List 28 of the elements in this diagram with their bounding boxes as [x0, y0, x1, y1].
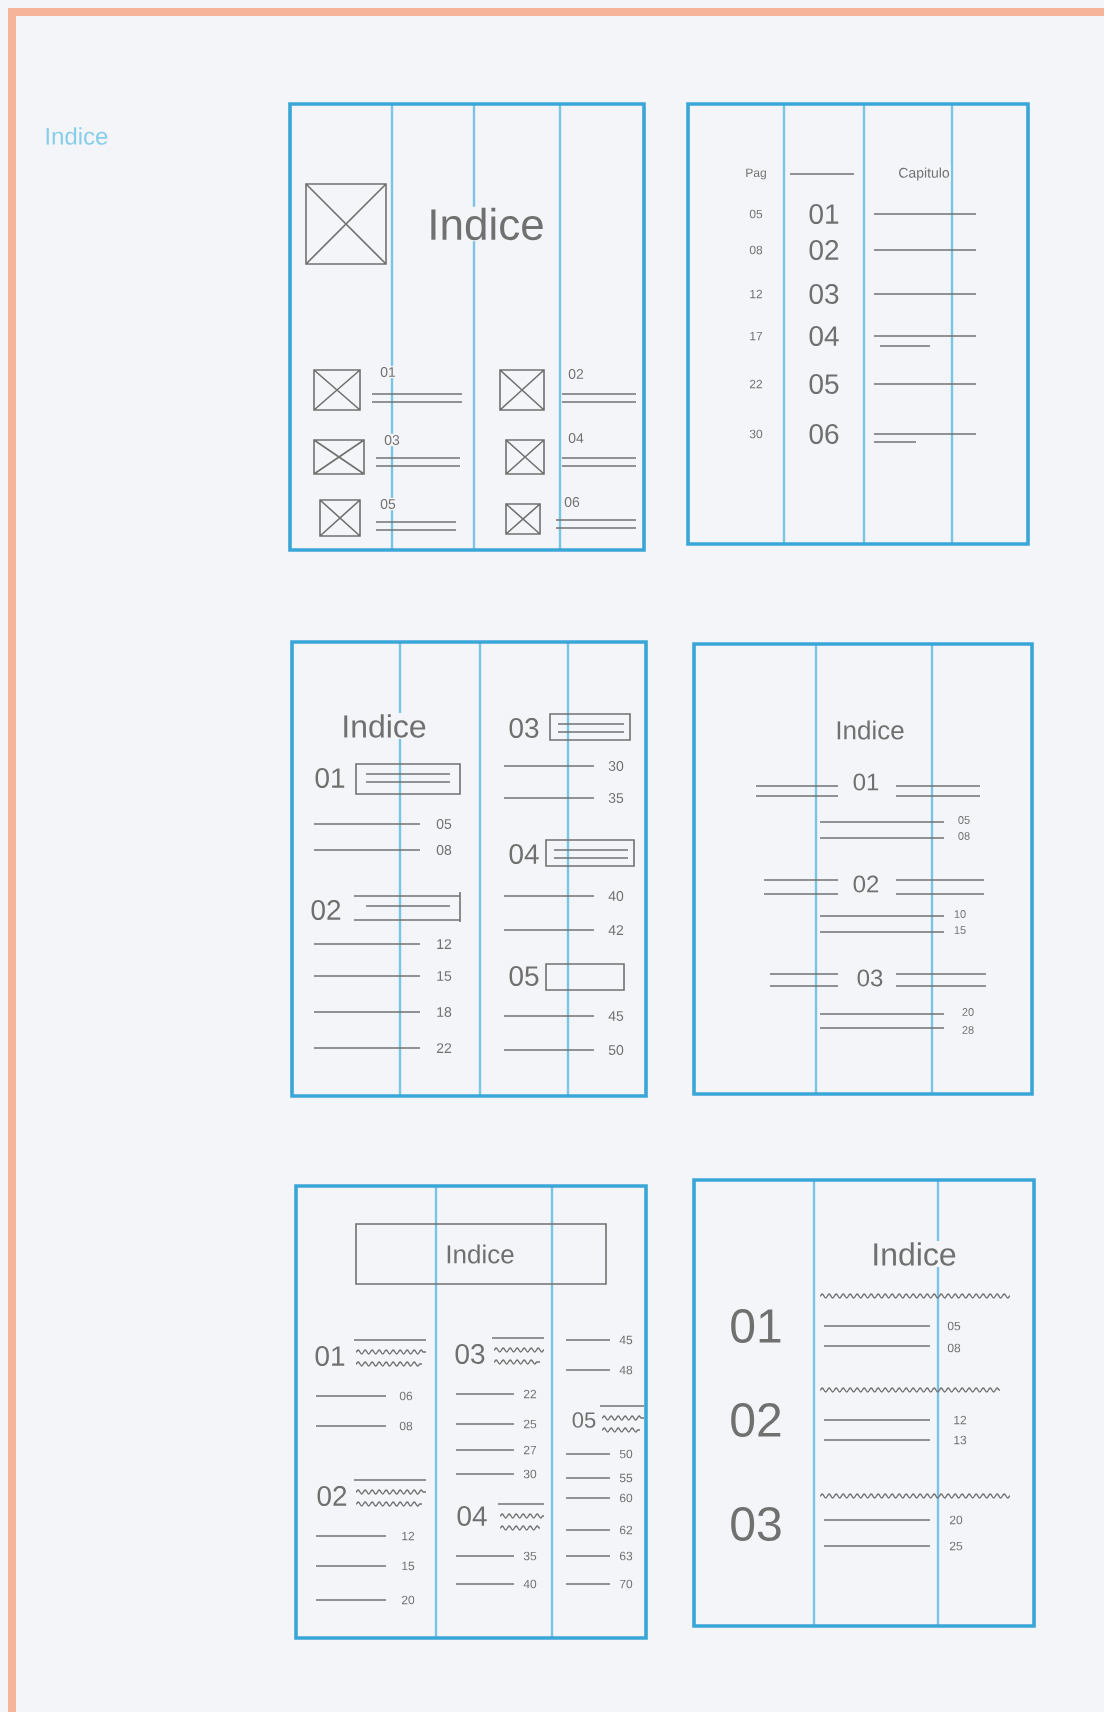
- chapter-number: 02: [851, 874, 881, 894]
- heading: Indice: [870, 1241, 958, 1267]
- heading: Indice: [834, 719, 906, 741]
- chapter-number: 05: [807, 372, 841, 396]
- chapter-number: 01: [313, 766, 347, 790]
- chapter-number: 03: [453, 1342, 487, 1366]
- chapter-number: 02: [807, 238, 841, 262]
- chapter-number: 02: [728, 1401, 784, 1439]
- title: Indice: [46, 127, 108, 145]
- chapter-number: 05: [507, 964, 541, 988]
- chapter-number: 04: [455, 1504, 489, 1528]
- heading: Indice: [340, 713, 428, 739]
- heading: Indice: [444, 1243, 516, 1265]
- chapter-number: 06: [807, 422, 841, 446]
- chapter-number: 03: [855, 968, 885, 988]
- chapter-number: 02: [315, 1484, 349, 1508]
- chapter-number: 03: [807, 282, 841, 306]
- chapter-number: 03: [507, 716, 541, 740]
- chapter-number: 01: [807, 202, 841, 226]
- heading: Indice: [426, 206, 546, 242]
- chapter-number: 01: [851, 772, 881, 792]
- chapter-number: 04: [807, 324, 841, 348]
- chapter-number: 03: [728, 1505, 784, 1543]
- chapter-number: 01: [728, 1307, 784, 1345]
- chapter-number: 04: [507, 842, 541, 866]
- chapter-number: 02: [309, 898, 343, 922]
- chapter-number: 01: [313, 1344, 347, 1368]
- chapter-number: 05: [570, 1411, 598, 1429]
